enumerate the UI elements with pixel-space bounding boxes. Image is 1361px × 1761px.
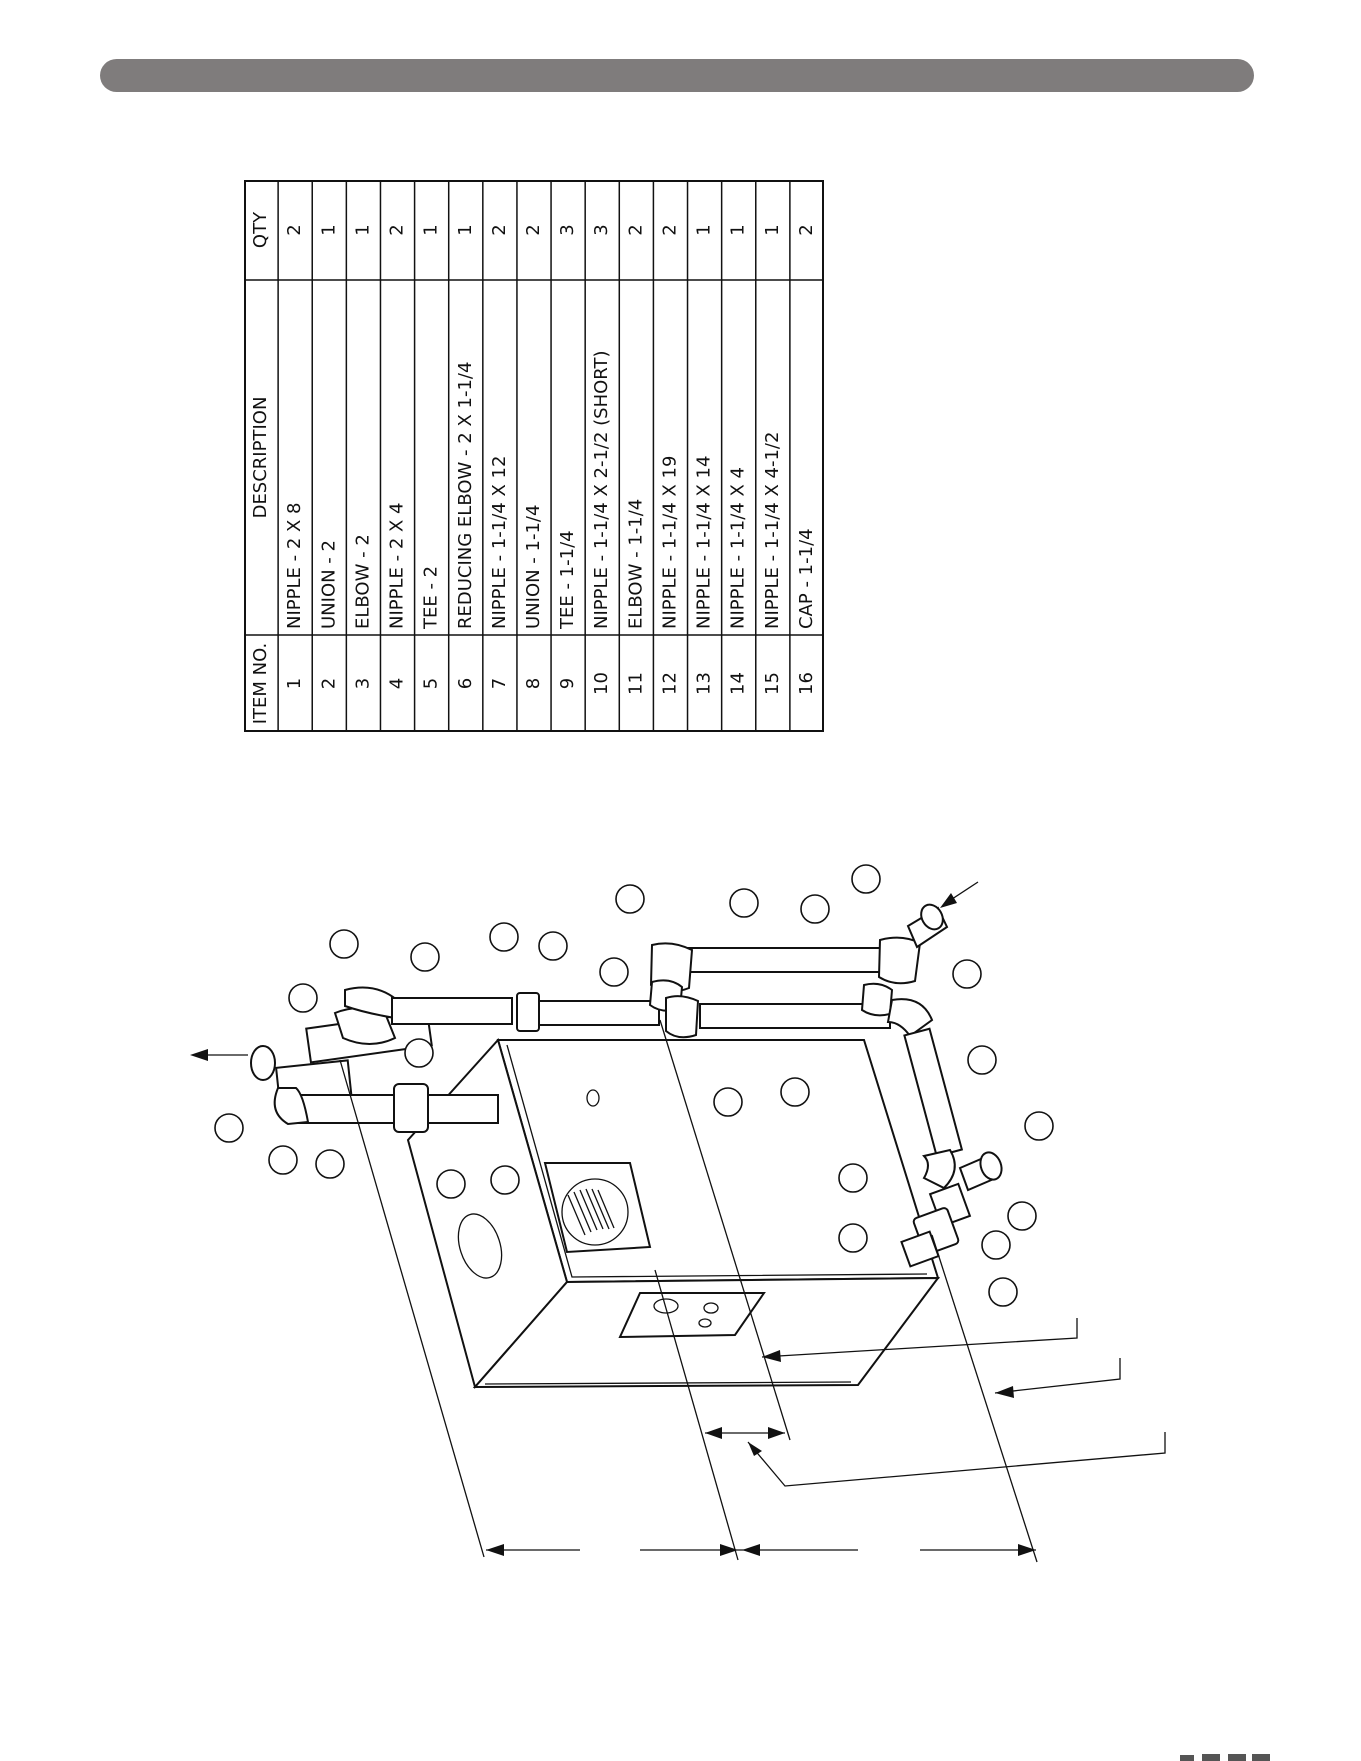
row-description: UNION - 1-1/4 <box>523 505 544 629</box>
row-qty: 2 <box>625 224 646 235</box>
row-description: UNION - 2 <box>318 540 339 629</box>
callout-balloon <box>615 884 645 914</box>
row-description: TEE - 1-1/4 <box>557 530 578 630</box>
parts-table-grid <box>244 180 824 732</box>
row-item-no: 13 <box>694 672 715 695</box>
callout-balloon <box>988 1277 1018 1307</box>
callout-balloon <box>851 864 881 894</box>
callout-balloon <box>967 1045 997 1075</box>
callout-balloon <box>800 894 830 924</box>
callout-balloon <box>713 1087 743 1117</box>
header-item-no: ITEM NO. <box>250 643 271 725</box>
callout-balloon <box>268 1145 298 1175</box>
row-item-no: 5 <box>421 678 442 689</box>
row-qty: 1 <box>352 224 373 235</box>
footer-marks <box>1180 1754 1270 1761</box>
callout-balloon <box>780 1077 810 1107</box>
callout-balloon <box>1007 1201 1037 1231</box>
row-qty: 2 <box>796 224 817 235</box>
row-item-no: 15 <box>762 672 783 695</box>
callout-balloon <box>729 888 759 918</box>
row-qty: 2 <box>523 224 544 235</box>
row-item-no: 11 <box>625 672 646 695</box>
callout-balloon <box>952 959 982 989</box>
row-description: ELBOW - 1-1/4 <box>625 499 646 629</box>
piping-assembly-diagram <box>190 864 1166 1563</box>
row-item-no: 4 <box>387 678 408 689</box>
row-item-no: 2 <box>318 678 339 689</box>
callout-balloon <box>489 922 519 952</box>
callout-balloons <box>214 864 1054 1307</box>
row-item-no: 14 <box>728 672 749 695</box>
callout-balloon <box>288 983 318 1013</box>
row-description: NIPPLE - 1-1/4 X 12 <box>489 456 510 629</box>
callout-balloon <box>838 1223 868 1253</box>
callout-balloon <box>490 1165 520 1195</box>
row-item-no: 3 <box>352 678 373 689</box>
callout-balloon <box>404 1038 434 1068</box>
callout-balloon <box>538 931 568 961</box>
row-description: ELBOW - 2 <box>352 534 373 629</box>
callout-balloon <box>214 1113 244 1143</box>
callout-balloon <box>981 1230 1011 1260</box>
header-bar <box>100 59 1254 92</box>
boiler-cabinet <box>406 1037 941 1390</box>
row-qty: 3 <box>591 224 612 235</box>
row-item-no: 7 <box>489 678 510 689</box>
row-description: NIPPLE - 1-1/4 X 14 <box>694 456 715 629</box>
blower-fins <box>567 1188 615 1236</box>
row-description: CAP - 1-1/4 <box>796 528 817 629</box>
row-description: NIPPLE - 2 X 8 <box>284 502 305 629</box>
return-piping <box>648 903 1003 1268</box>
callout-balloon <box>315 1149 345 1179</box>
callout-balloon <box>329 929 359 959</box>
supply-piping <box>250 986 660 1133</box>
row-qty: 2 <box>659 224 680 235</box>
row-description: TEE - 2 <box>421 566 442 630</box>
row-description: REDUCING ELBOW - 2 X 1-1/4 <box>455 362 476 629</box>
row-description: NIPPLE - 1-1/4 X 4 <box>728 467 749 629</box>
callout-balloon <box>436 1169 466 1199</box>
row-item-no: 1 <box>284 678 305 689</box>
row-qty: 3 <box>557 224 578 235</box>
row-item-no: 10 <box>591 672 612 695</box>
row-item-no: 6 <box>455 678 476 689</box>
row-qty: 1 <box>694 224 715 235</box>
callout-balloon <box>838 1163 868 1193</box>
callout-balloon <box>410 942 440 972</box>
row-qty: 2 <box>489 224 510 235</box>
row-qty: 2 <box>387 224 408 235</box>
dimension-lines <box>190 881 1166 1563</box>
callout-balloon <box>1024 1111 1054 1141</box>
header-description: DESCRIPTION <box>250 397 271 519</box>
row-qty: 1 <box>728 224 749 235</box>
row-item-no: 9 <box>557 678 578 689</box>
row-item-no: 8 <box>523 678 544 689</box>
row-description: NIPPLE - 1-1/4 X 2-1/2 (SHORT) <box>591 350 612 629</box>
header-qty: QTY <box>250 211 271 248</box>
row-qty: 1 <box>762 224 783 235</box>
row-description: NIPPLE - 1-1/4 X 4-1/2 <box>762 432 783 629</box>
row-item-no: 16 <box>796 672 817 695</box>
row-item-no: 12 <box>659 672 680 695</box>
row-qty: 1 <box>318 224 339 235</box>
row-description: NIPPLE - 2 X 4 <box>387 502 408 629</box>
row-qty: 2 <box>284 224 305 235</box>
callout-balloon <box>599 957 629 987</box>
row-description: NIPPLE - 1-1/4 X 19 <box>659 456 680 629</box>
row-qty: 1 <box>421 224 442 235</box>
row-qty: 1 <box>455 224 476 235</box>
